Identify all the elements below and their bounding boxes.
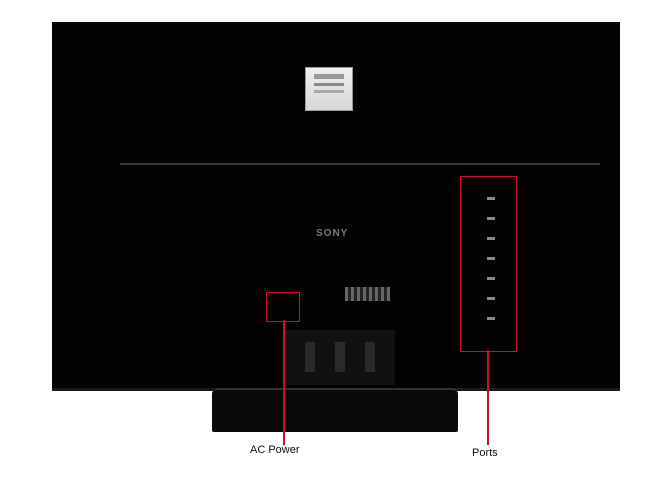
ports-label: Ports [472, 447, 498, 459]
stand-base [212, 388, 458, 432]
ports-callout-line [487, 350, 489, 445]
stand-neck [285, 330, 395, 385]
ports-highlight [460, 176, 517, 352]
connector-panel [345, 287, 390, 301]
ac-power-callout-line [283, 320, 285, 445]
product-label-sticker [305, 67, 353, 111]
panel-seam [120, 163, 600, 165]
ac-power-label: AC Power [250, 444, 300, 456]
brand-logo: SONY [316, 228, 349, 239]
ac-power-highlight [266, 292, 300, 322]
